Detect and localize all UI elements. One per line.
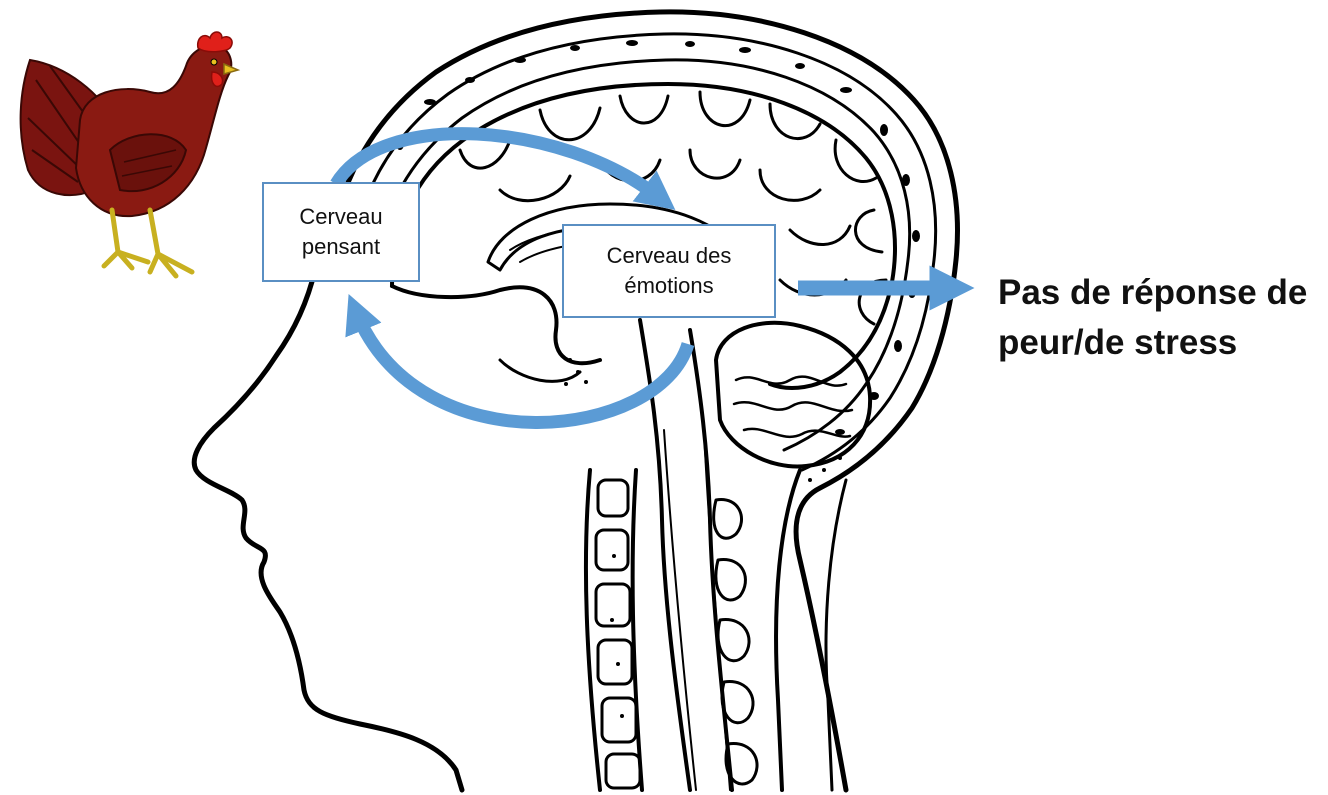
thinking-brain-label-line2: pensant [299,232,382,262]
emotional-brain-label-line2: émotions [607,271,732,301]
head-brain-illustration [194,12,957,790]
hen-icon [21,32,238,276]
thinking-brain-label-line1: Cerveau [299,202,382,232]
arrow-emotions-to-thinking [356,312,688,423]
outcome-text: Pas de réponse de peur/de stress [998,268,1328,368]
face-profile [194,270,462,790]
emotional-brain-label-line1: Cerveau des [607,241,732,271]
outcome-line1: Pas de réponse de [998,268,1328,318]
thinking-brain-box: Cerveau pensant [262,182,420,282]
outcome-line2: peur/de stress [998,318,1328,368]
emotional-brain-box: Cerveau des émotions [562,224,776,318]
